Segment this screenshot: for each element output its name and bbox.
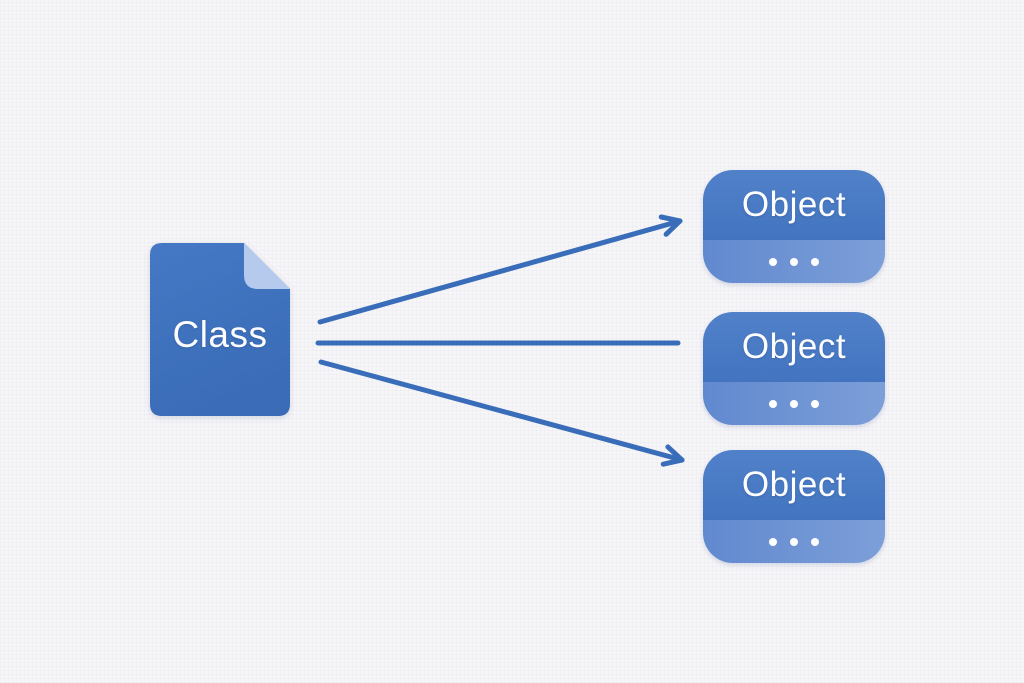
object-node-2: Object [703, 312, 885, 425]
ellipsis-dot [790, 399, 798, 408]
object-node-2-label: Object [741, 327, 847, 366]
object-node-1-header: Object [703, 170, 885, 240]
class-node: Class [150, 243, 290, 416]
folded-corner [244, 243, 290, 289]
ellipsis-icon [703, 520, 885, 563]
ellipsis-icon [703, 240, 885, 283]
ellipsis-dot [811, 257, 819, 266]
object-node-2-header: Object [703, 312, 885, 382]
ellipsis-dot [790, 537, 798, 546]
object-node-1: Object [703, 170, 885, 283]
object-node-3-label: Object [741, 465, 847, 504]
ellipsis-dot [769, 399, 777, 408]
object-node-3-header: Object [703, 450, 885, 520]
arrow-class-to-object-3 [318, 359, 685, 467]
ellipsis-dot [769, 537, 777, 546]
ellipsis-dot [790, 257, 798, 266]
ellipsis-dot [811, 399, 819, 408]
arrow-class-to-object-1 [317, 214, 683, 325]
document-icon [150, 243, 290, 416]
object-node-1-label: Object [741, 185, 847, 224]
ellipsis-icon [703, 382, 885, 425]
ellipsis-dot [769, 257, 777, 266]
class-node-label: Class [172, 313, 268, 355]
ellipsis-dot [811, 537, 819, 546]
object-node-3: Object [703, 450, 885, 563]
